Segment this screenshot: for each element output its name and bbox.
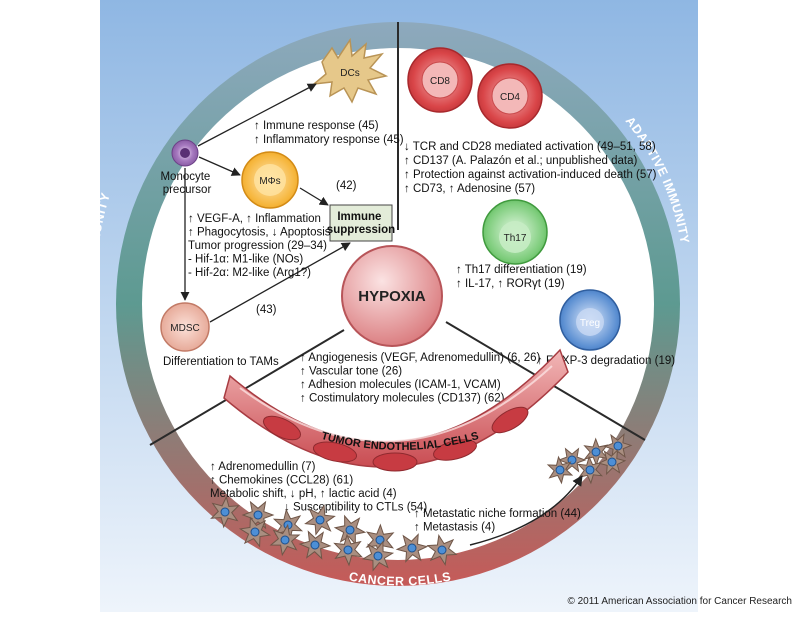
th17-cell: Th17 <box>482 199 548 265</box>
svg-text:Immune suppression: Immune suppression <box>327 211 395 236</box>
immune-suppression-line2: suppression <box>327 224 395 236</box>
ref-42: (42) <box>336 180 357 192</box>
cd4-cell: CD4 <box>477 63 543 129</box>
tumor-cell-nucleus <box>250 527 260 537</box>
cd4-label: CD4 <box>500 92 520 103</box>
t-cell-effects: ↓ TCR and CD28 mediated activation (49–5… <box>404 141 660 195</box>
endothelial-effects: ↑ Angiogenesis (VEGF, Adrenomedullin) (6… <box>300 352 544 405</box>
dendritic-cell: DCs <box>311 37 389 104</box>
monocyte-effects: ↑ VEGF-A, ↑ Inflammation ↑ Phagocytosis,… <box>188 213 334 279</box>
tumor-cell-nucleus <box>345 525 355 535</box>
mdsc-cell: MDSC <box>160 302 210 352</box>
tumor-cell-nucleus <box>591 447 601 457</box>
th17-label: Th17 <box>504 233 527 244</box>
hypoxia-center: HYPOXIA <box>341 245 443 347</box>
cd8-cell: CD8 <box>407 47 473 113</box>
tumor-cell-nucleus <box>343 545 353 555</box>
macrophage-label: MΦs <box>259 176 280 187</box>
tumor-cell-nucleus <box>310 540 320 550</box>
arrow-monocyte-to-dc <box>197 83 317 147</box>
tumor-cell-nucleus <box>280 535 290 545</box>
tumor-cell-nucleus <box>437 545 447 555</box>
arrow-metastasis <box>469 475 583 546</box>
dc-label: DCs <box>340 68 359 79</box>
mdsc-effect: Differentiation to TAMs <box>163 356 279 368</box>
monocyte-precursor <box>171 139 199 167</box>
dc-effects: ↑ Immune response (45) ↑ Inflammatory re… <box>254 120 404 146</box>
arrow-mdsc-to-suppression <box>209 242 351 323</box>
cancer-effects: ↑ Adrenomedullin (7) ↑ Chemokines (CCL28… <box>210 461 427 514</box>
cd8-label: CD8 <box>430 76 450 87</box>
tumor-cell-nucleus <box>220 507 230 517</box>
mdsc-label: MDSC <box>170 323 199 334</box>
blood-vessel <box>223 348 569 472</box>
tumor-cell-nucleus <box>607 457 617 467</box>
tumor-cell-nucleus <box>315 515 325 525</box>
treg-effect: ↑ FOXP-3 degradation (19) <box>537 355 675 367</box>
arrow-macrophage-to-suppression <box>299 187 329 206</box>
treg-cell: Treg <box>559 289 621 351</box>
tumor-cell-cluster <box>210 495 458 572</box>
tumor-cell-nucleus <box>585 465 595 475</box>
tumor-cell-nucleus <box>375 535 385 545</box>
copyright: © 2011 American Association for Cancer R… <box>567 596 792 607</box>
tumor-cell-nucleus <box>407 543 417 553</box>
th17-effects: ↑ Th17 differentiation (19) ↑ IL-17, ↑ R… <box>456 264 590 290</box>
tumor-cell-nucleus <box>253 510 263 520</box>
arrow-monocyte-to-macrophage <box>198 156 241 176</box>
tumor-cell-nucleus <box>613 441 623 451</box>
immune-suppression-line1: Immune <box>337 211 381 223</box>
tumor-cell-nucleus <box>555 465 565 475</box>
monocyte-label: Monocyte precursor <box>160 171 213 196</box>
label-cancer-cells: CANCER CELLS <box>348 569 452 588</box>
tumor-cell-nucleus <box>373 551 383 561</box>
divider-left <box>149 329 345 446</box>
hypoxia-label: HYPOXIA <box>358 288 426 305</box>
metastatic-cell-cluster <box>546 433 633 485</box>
ref-43: (43) <box>256 304 277 316</box>
macrophage-cell: MΦs <box>241 151 299 209</box>
monocyte-label-line2: precursor <box>163 184 212 196</box>
treg-label: Treg <box>580 318 600 329</box>
immune-suppression-box: Immune suppression <box>327 204 395 242</box>
